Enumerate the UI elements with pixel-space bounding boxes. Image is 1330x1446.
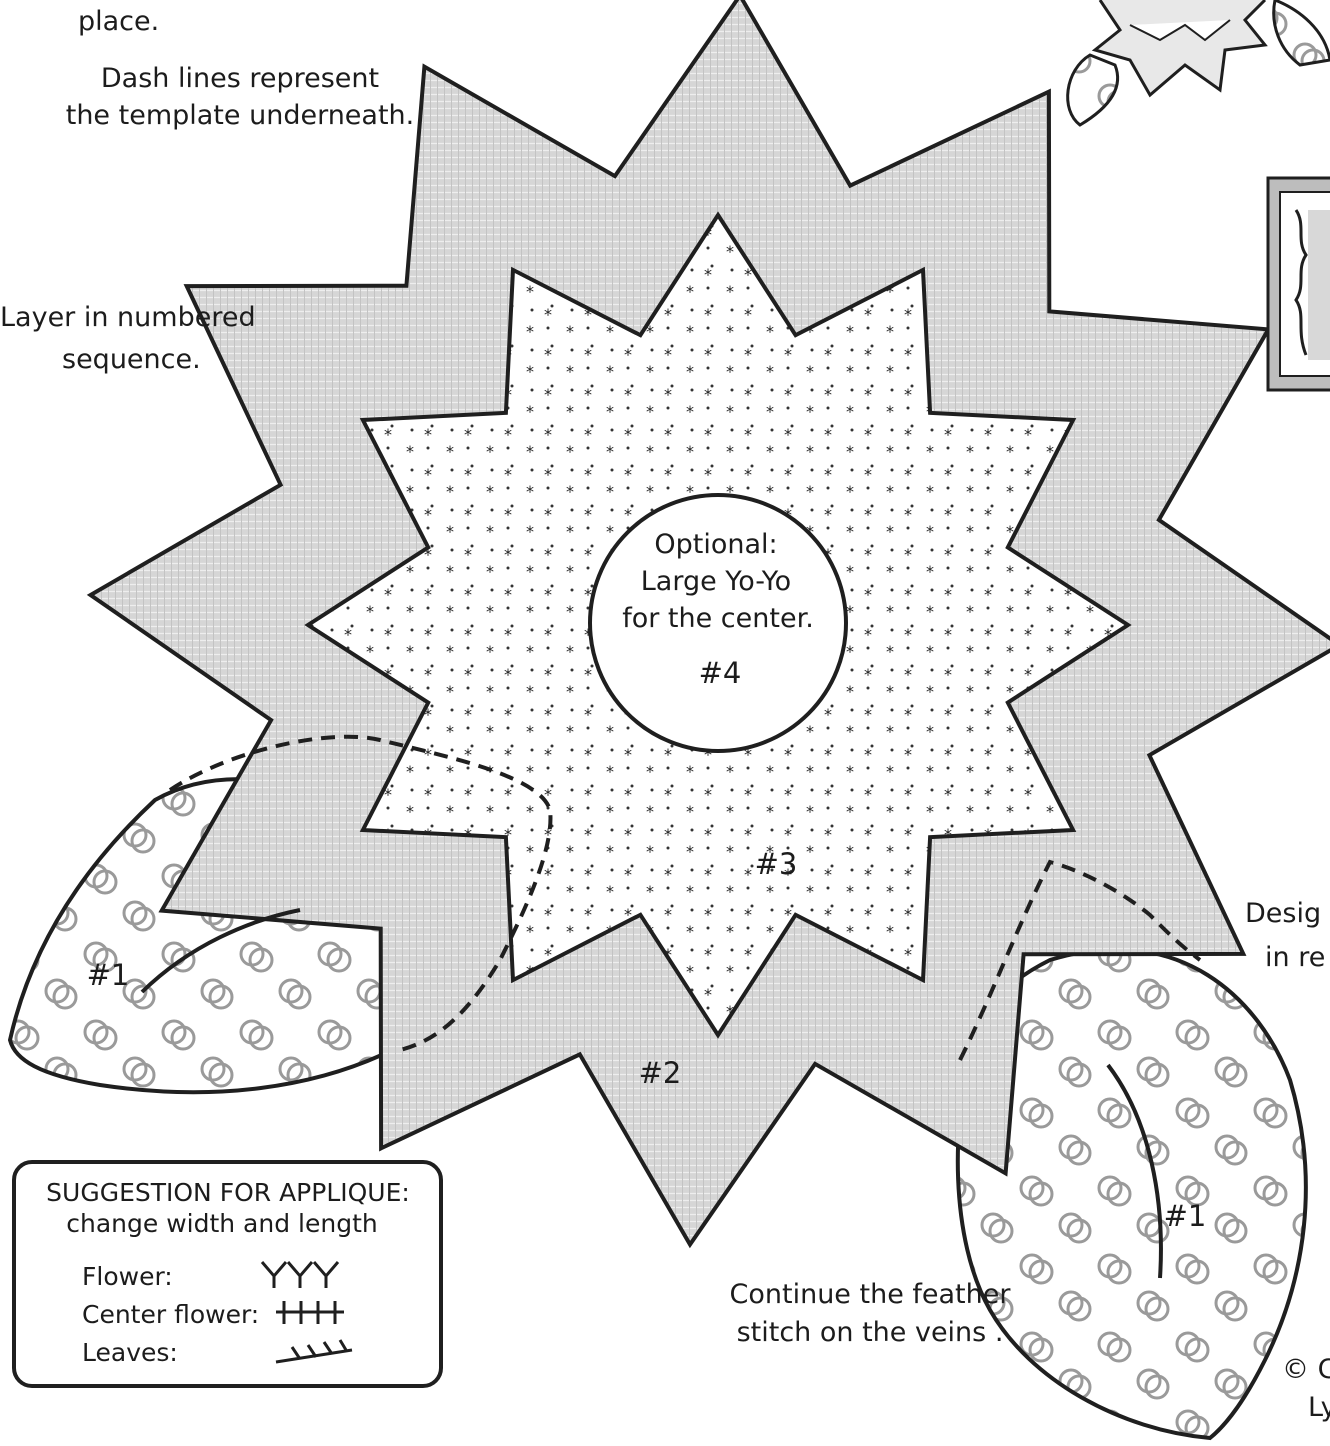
note-design-line-1: Desig bbox=[1245, 898, 1321, 929]
note-dash-line-1: Dash lines represent bbox=[101, 63, 379, 94]
suggestion-row-label: Center flower: bbox=[82, 1300, 259, 1329]
note-layer-line-1: Layer in numbered bbox=[0, 302, 256, 333]
note-place: place. bbox=[78, 6, 159, 37]
suggestion-box: SUGGESTION FOR APPLIQUE: change width an… bbox=[14, 1162, 441, 1386]
suggestion-subtitle: change width and length bbox=[66, 1209, 377, 1238]
note-feather-line-2: stitch on the veins . bbox=[737, 1317, 1004, 1348]
label-yoyo: #4 bbox=[699, 656, 742, 690]
note-design-line-2: in re bbox=[1265, 942, 1325, 973]
suggestion-row-label: Flower: bbox=[82, 1262, 173, 1291]
thumbnail-flower-illustration bbox=[1068, 0, 1330, 125]
label-inner-star: #3 bbox=[755, 847, 798, 881]
copyright-line-2: Ly bbox=[1308, 1392, 1330, 1423]
label-outer-star: #2 bbox=[639, 1056, 682, 1090]
label-leaf-right: #1 bbox=[1164, 1199, 1207, 1233]
label-leaf-left: #1 bbox=[87, 958, 130, 992]
yoyo-note-line-1: Optional: bbox=[654, 529, 777, 560]
thumbnail-quilt-illustration bbox=[1268, 178, 1330, 390]
suggestion-title: SUGGESTION FOR APPLIQUE: bbox=[46, 1178, 410, 1207]
note-feather-line-1: Continue the feather bbox=[730, 1279, 1012, 1310]
yoyo-note-line-3: for the center. bbox=[622, 603, 814, 634]
suggestion-row-label: Leaves: bbox=[82, 1338, 178, 1367]
copyright-line-1: © C bbox=[1282, 1354, 1330, 1385]
yoyo-note-line-2: Large Yo-Yo bbox=[641, 566, 791, 597]
note-dash-line-2: the template underneath. bbox=[66, 100, 415, 131]
note-layer-line-2: sequence. bbox=[62, 344, 201, 375]
